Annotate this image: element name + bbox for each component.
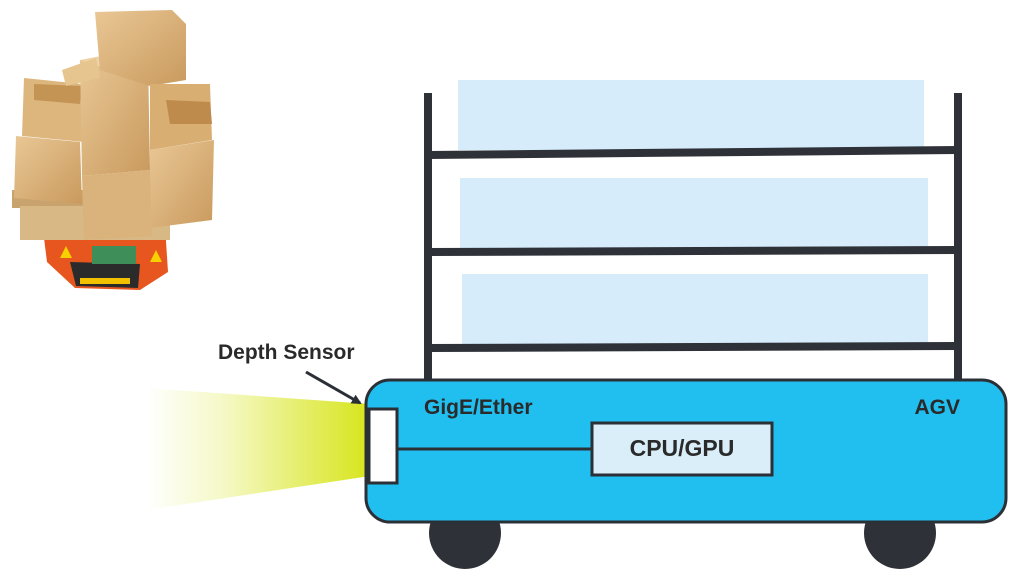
mobile-robot-carrying-boxes-icon: [12, 10, 214, 290]
depth-sensor-beam: [146, 388, 370, 510]
cpu-gpu-label: CPU/GPU: [630, 435, 735, 461]
interface-label: GigE/Ether: [424, 396, 533, 419]
cpu-gpu-box: [590, 421, 774, 477]
depth-sensor-arrow: [305, 370, 362, 405]
depth-sensor-box: [367, 407, 399, 485]
depth-sensor-label: Depth Sensor: [218, 341, 355, 364]
shelf-panel: [460, 178, 928, 250]
shelf-frame: [424, 93, 962, 384]
shelf-panel: [462, 274, 928, 344]
shelf-panel: [458, 80, 924, 150]
agv-label: AGV: [914, 396, 960, 419]
